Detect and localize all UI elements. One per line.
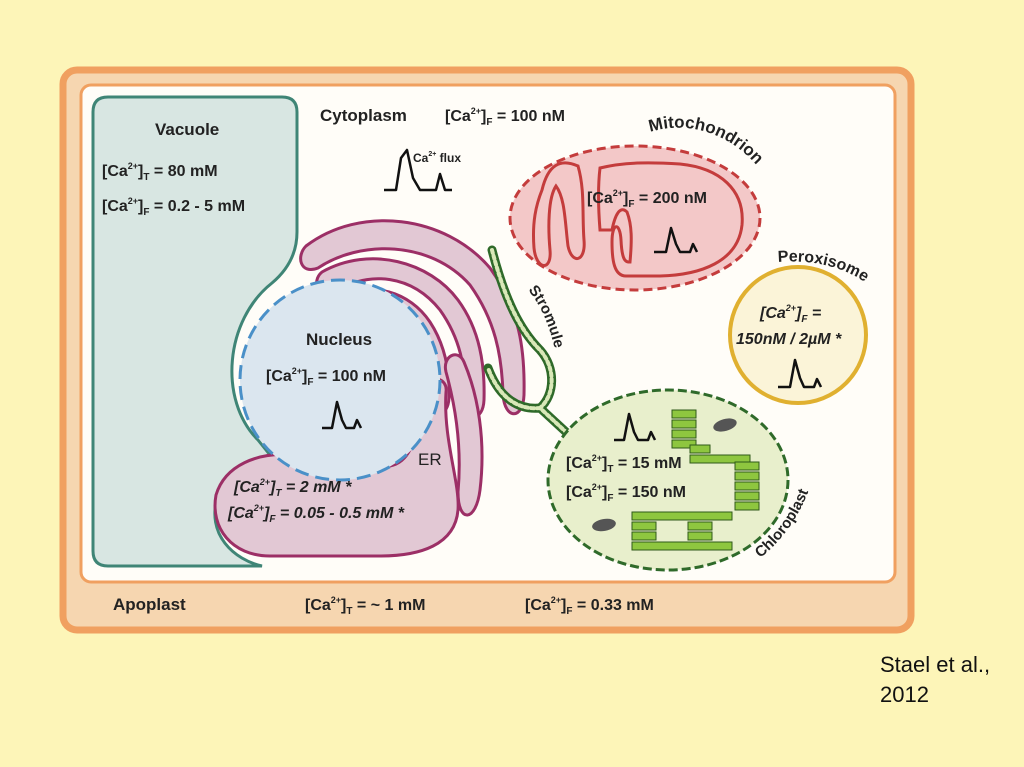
mitochondrion-shape: [508, 144, 762, 292]
mitochondrion-spike-trace: [654, 226, 699, 254]
apoplast-total-ca: [Ca2+]T = ~ 1 mM: [305, 595, 425, 617]
cytoplasm-flux-trace: [384, 148, 452, 192]
cytoplasm-free-ca: [Ca2+]F = 100 nM: [445, 106, 565, 128]
chloroplast-free-ca: [Ca2+]F = 150 nM: [566, 482, 686, 504]
chloroplast-total-ca: [Ca2+]T = 15 mM: [566, 453, 682, 475]
vacuole-title: Vacuole: [155, 120, 219, 139]
mitochondrion-free-ca: [Ca2+]F = 200 nM: [587, 188, 707, 210]
nucleus-free-ca: [Ca2+]F = 100 nM: [266, 366, 386, 388]
cytoplasm-flux-label: Ca2+ flux: [413, 151, 461, 165]
citation: Stael et al., 2012: [880, 650, 990, 710]
citation-year: 2012: [880, 682, 929, 707]
peroxisome-free-values: 150nM / 2µM *: [736, 331, 842, 348]
vacuole-total-ca: [Ca2+]T = 80 mM: [102, 161, 218, 183]
chloroplast-spike-trace: [614, 412, 657, 442]
er-total-ca: [Ca2+]T = 2 mM *: [233, 477, 352, 499]
nucleus-shape: [238, 278, 442, 482]
citation-authors: Stael et al.,: [880, 652, 991, 677]
peroxisome-free-ca: [Ca2+]F =: [759, 303, 821, 325]
peroxisome-spike-trace: [778, 358, 823, 389]
nucleus-title: Nucleus: [306, 330, 372, 349]
nucleus-spike-trace: [322, 400, 363, 430]
er-title: ER: [418, 450, 442, 469]
er-free-ca: [Ca2+]F = 0.05 - 0.5 mM *: [227, 503, 405, 525]
cytoplasm-title: Cytoplasm: [320, 106, 407, 125]
stromule-shape: [483, 245, 571, 437]
apoplast-free-ca: [Ca2+]F = 0.33 mM: [525, 595, 654, 617]
peroxisome-shape: [728, 265, 868, 405]
apoplast-title: Apoplast: [113, 595, 186, 614]
chloroplast-shape: [546, 388, 790, 572]
vacuole-free-ca: [Ca2+]F = 0.2 - 5 mM: [102, 196, 245, 218]
